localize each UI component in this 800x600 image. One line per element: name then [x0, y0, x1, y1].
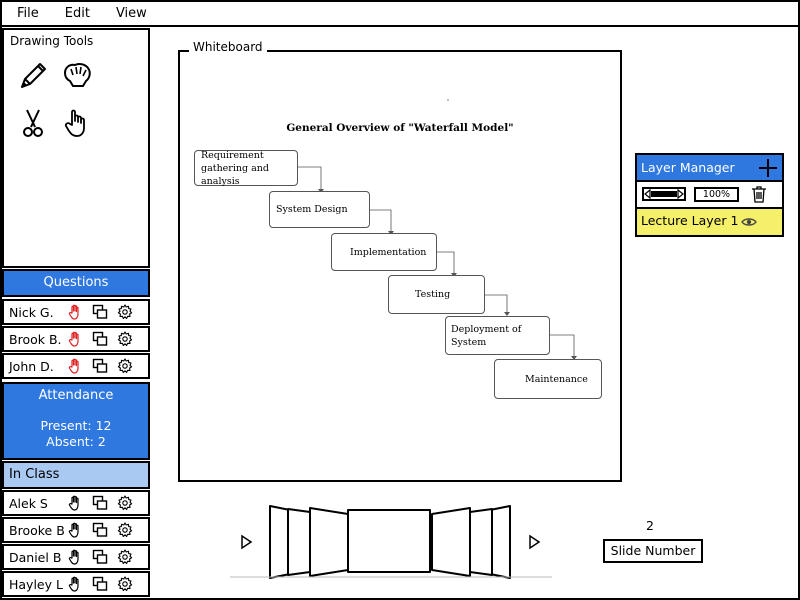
drawing-tools-title: Drawing Tools [10, 34, 94, 48]
student-name: Brook B. [9, 331, 62, 347]
raise-hand-icon[interactable] [67, 331, 83, 347]
in-class-student-row[interactable]: Alek S [2, 490, 150, 516]
in-class-student-row[interactable]: Brooke B [2, 517, 150, 543]
layer-manager-header: Layer Manager [637, 155, 782, 182]
menu-view[interactable]: View [115, 6, 147, 21]
question-student-row[interactable]: Brook B. [2, 326, 150, 352]
eye-icon[interactable] [741, 217, 757, 227]
waterfall-title: General Overview of "Waterfall Model" [286, 122, 514, 134]
step-requirements: Requirement gathering and analysis [194, 150, 298, 187]
slide-number-button[interactable]: Slide Number [603, 539, 703, 563]
student-name: Brooke B [9, 522, 65, 538]
copy-icon[interactable] [92, 549, 108, 565]
whiteboard-canvas[interactable]: General Overview of "Waterfall Model" Re… [178, 50, 622, 482]
copy-icon[interactable] [92, 576, 108, 592]
raise-hand-icon[interactable] [67, 358, 83, 374]
menu-bar: File Edit View [2, 2, 798, 27]
step-testing: Testing [388, 275, 485, 314]
attendance-present: Present: 12 [40, 418, 112, 433]
pencil-icon[interactable] [17, 60, 49, 92]
menu-edit[interactable]: Edit [64, 6, 90, 21]
copy-icon[interactable] [92, 358, 108, 374]
in-class-student-row[interactable]: Daniel B [2, 544, 150, 570]
menu-file[interactable]: File [17, 6, 39, 21]
hand-pointer-icon[interactable] [61, 107, 93, 139]
copy-icon[interactable] [92, 304, 108, 320]
slide-number-value: 2 [646, 518, 654, 533]
lasso-glove-icon[interactable] [61, 60, 93, 92]
trash-icon[interactable] [751, 185, 767, 203]
raise-hand-icon[interactable] [67, 522, 83, 538]
student-name: Hayley L [9, 576, 63, 592]
scissors-icon[interactable] [17, 107, 49, 139]
copy-icon[interactable] [92, 522, 108, 538]
slide-thumb-current[interactable] [347, 509, 431, 573]
copy-icon[interactable] [92, 495, 108, 511]
step-deployment: Deployment of System [445, 316, 550, 355]
whiteboard-label: Whiteboard [189, 40, 267, 54]
question-student-row[interactable]: Nick G. [2, 299, 150, 325]
prev-slide-icon[interactable] [241, 534, 253, 550]
in-class-header: In Class [2, 461, 150, 489]
slide-filmstrip [230, 505, 552, 579]
drawing-tools-panel: Drawing Tools [2, 28, 150, 268]
student-name: Daniel B [9, 549, 62, 565]
raise-hand-icon[interactable] [67, 549, 83, 565]
layer-controls: 100% [637, 182, 782, 209]
step-maintenance: Maintenance [494, 359, 602, 399]
add-layer-icon[interactable] [758, 158, 778, 178]
gear-icon[interactable] [117, 331, 133, 347]
raise-hand-icon[interactable] [67, 304, 83, 320]
student-name: Nick G. [9, 304, 54, 320]
student-name: Alek S [9, 495, 48, 511]
slide-thumb-2[interactable] [287, 508, 311, 576]
attendance-panel: Attendance Present: 12 Absent: 2 [2, 382, 150, 460]
gear-icon[interactable] [117, 495, 133, 511]
layer-row[interactable]: Lecture Layer 1 [637, 209, 782, 235]
layer-manager-title: Layer Manager [641, 160, 735, 175]
raise-hand-icon[interactable] [67, 495, 83, 511]
gear-icon[interactable] [117, 304, 133, 320]
attendance-absent: Absent: 2 [46, 434, 106, 449]
slide-thumb-5[interactable] [431, 507, 471, 577]
gear-icon[interactable] [117, 358, 133, 374]
layer-name: Lecture Layer 1 [641, 213, 739, 228]
student-name: John D. [9, 358, 54, 374]
question-student-row[interactable]: John D. [2, 353, 150, 379]
layer-manager-panel: Layer Manager 100% Lecture Layer 1 [635, 153, 784, 237]
in-class-student-row[interactable]: Hayley L [2, 571, 150, 597]
questions-header: Questions [2, 269, 150, 297]
gear-icon[interactable] [117, 549, 133, 565]
gear-icon[interactable] [117, 522, 133, 538]
opacity-slider[interactable] [642, 187, 686, 201]
step-system-design: System Design [269, 191, 370, 228]
raise-hand-icon[interactable] [67, 576, 83, 592]
step-implementation: Implementation [331, 233, 437, 271]
next-slide-icon[interactable] [529, 534, 541, 550]
layer-zoom-field[interactable]: 100% [694, 187, 739, 202]
slide-thumb-6[interactable] [469, 508, 493, 576]
gear-icon[interactable] [117, 576, 133, 592]
slide-thumb-3[interactable] [309, 507, 349, 577]
attendance-title: Attendance [38, 388, 114, 403]
copy-icon[interactable] [92, 331, 108, 347]
